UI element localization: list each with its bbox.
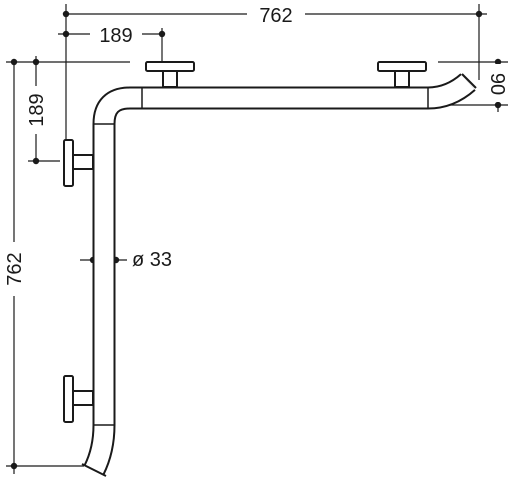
dimension-overall-height: 762 xyxy=(4,252,26,285)
wall-flange-left-lower xyxy=(63,375,94,423)
wall-flange-top-right xyxy=(377,61,427,88)
dimension-offset-vertical: 189 xyxy=(26,93,48,126)
dimension-end-rise: 90 xyxy=(486,73,508,95)
dimension-offset-horizontal: 189 xyxy=(99,25,132,47)
dimension-dots xyxy=(10,10,502,470)
dimension-tube-diameter: ø 33 xyxy=(132,249,172,271)
grab-rail xyxy=(81,73,477,477)
wall-flange-top-left xyxy=(145,61,195,88)
dimension-overall-width: 762 xyxy=(259,5,292,27)
wall-flange-left-upper xyxy=(63,139,94,187)
